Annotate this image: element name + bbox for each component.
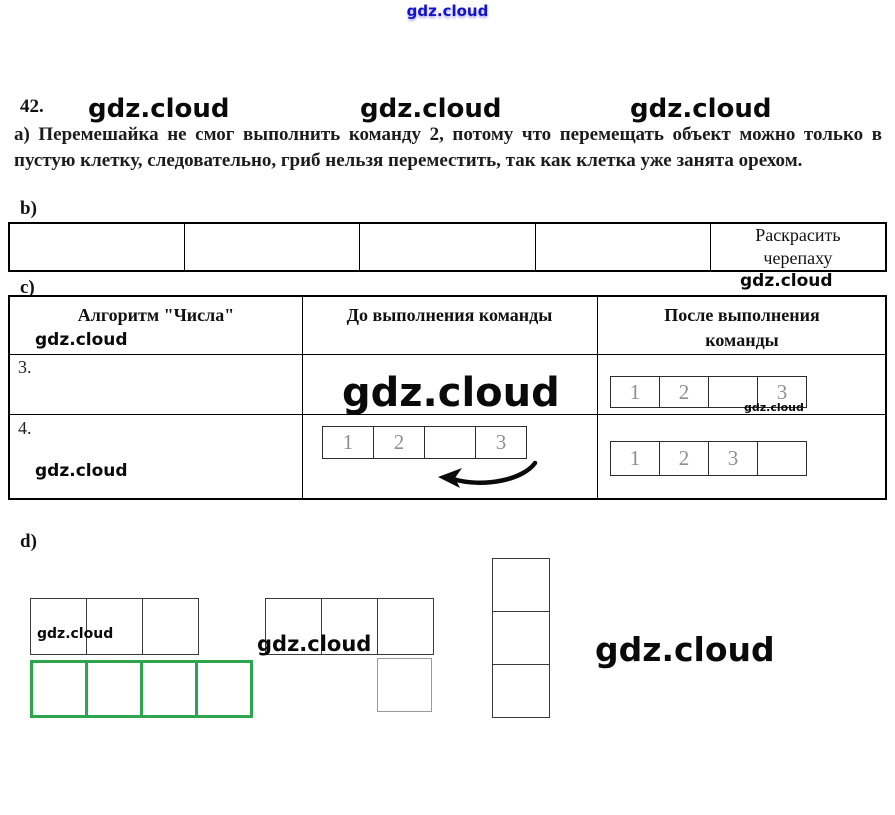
grid-cell (30, 660, 88, 718)
number-strip-row4-before: 1 2 3 (322, 426, 527, 459)
watermark: gdz.cloud (630, 94, 772, 124)
grid-cell (377, 598, 434, 655)
grid-cell (492, 664, 550, 718)
number-cell: 1 (610, 376, 660, 408)
table-b-cell (536, 224, 711, 270)
watermark: gdz.cloud (37, 626, 114, 642)
watermark: gdz.cloud (35, 330, 128, 350)
site-watermark-top: gdz.cloud (406, 2, 489, 20)
table-b-cell (185, 224, 361, 270)
number-cell: 3 (757, 376, 807, 408)
number-strip-row4-after: 1 2 3 (610, 441, 807, 476)
number-cell (757, 441, 807, 476)
grid-d-vertical (492, 558, 550, 718)
number-cell: 3 (708, 441, 758, 476)
grid-d-green (30, 660, 253, 718)
part-c-label: c) (20, 277, 35, 298)
number-strip-row3-after: 1 2 3 (610, 376, 807, 408)
curved-arrow (438, 460, 538, 488)
grid-cell (85, 660, 143, 718)
table-c: Алгоритм "Числа" До выполнения команды П… (8, 295, 887, 500)
table-c-header-algorithm: Алгоритм "Числа" (77, 305, 235, 325)
watermark: gdz.cloud (595, 630, 775, 669)
grid-cell (142, 598, 199, 655)
part-a-label: a) (14, 124, 30, 145)
grid-d-middle (265, 598, 434, 655)
watermark: gdz.cloud (744, 401, 804, 414)
part-b-label: b) (20, 198, 37, 219)
table-b-cell (360, 224, 536, 270)
number-cell: 1 (322, 426, 374, 459)
watermark: gdz.cloud (35, 461, 128, 481)
watermark: gdz.cloud (257, 632, 372, 656)
exercise-number: 42. (20, 96, 44, 117)
number-cell: 2 (659, 376, 709, 408)
watermark: gdz.cloud (740, 271, 833, 291)
number-cell (424, 426, 476, 459)
table-b: Раскрасить черепаху (8, 222, 887, 272)
number-cell: 2 (373, 426, 425, 459)
watermark: gdz.cloud (88, 94, 230, 124)
grid-cell (140, 660, 198, 718)
table-c-row3-label: 3. (18, 357, 32, 377)
table-c-vertical-divider (302, 297, 303, 498)
answer-paragraph-a: a) Перемешайка не смог выполнить команду… (14, 122, 882, 174)
table-b-cell (10, 224, 186, 270)
table-b-last-cell-text: Раскрасить черепаху (755, 225, 841, 268)
table-b-cell: Раскрасить черепаху (711, 224, 885, 270)
grid-cell (86, 598, 143, 655)
number-cell: 2 (659, 441, 709, 476)
table-c-vertical-divider (597, 297, 598, 498)
table-c-horizontal-divider (10, 354, 885, 355)
grid-cell (492, 558, 550, 612)
grid-d-single-cell (377, 658, 432, 712)
grid-cell (195, 660, 253, 718)
table-c-header-before: До выполнения команды (346, 305, 553, 325)
table-c-horizontal-divider (10, 414, 885, 415)
number-cell: 3 (475, 426, 527, 459)
table-c-row4-label: 4. (18, 418, 32, 438)
grid-d-top-left (30, 598, 199, 655)
grid-cell (265, 598, 322, 655)
grid-cell (321, 598, 378, 655)
table-c-header-after: После выполнения команды (664, 305, 820, 350)
part-d-label: d) (20, 531, 37, 552)
number-cell: 1 (610, 441, 660, 476)
part-a-text: Перемешайка не смог выполнить команду 2,… (14, 124, 882, 171)
grid-cell (492, 611, 550, 665)
watermark: gdz.cloud (360, 94, 502, 124)
watermark: gdz.cloud (342, 370, 560, 416)
